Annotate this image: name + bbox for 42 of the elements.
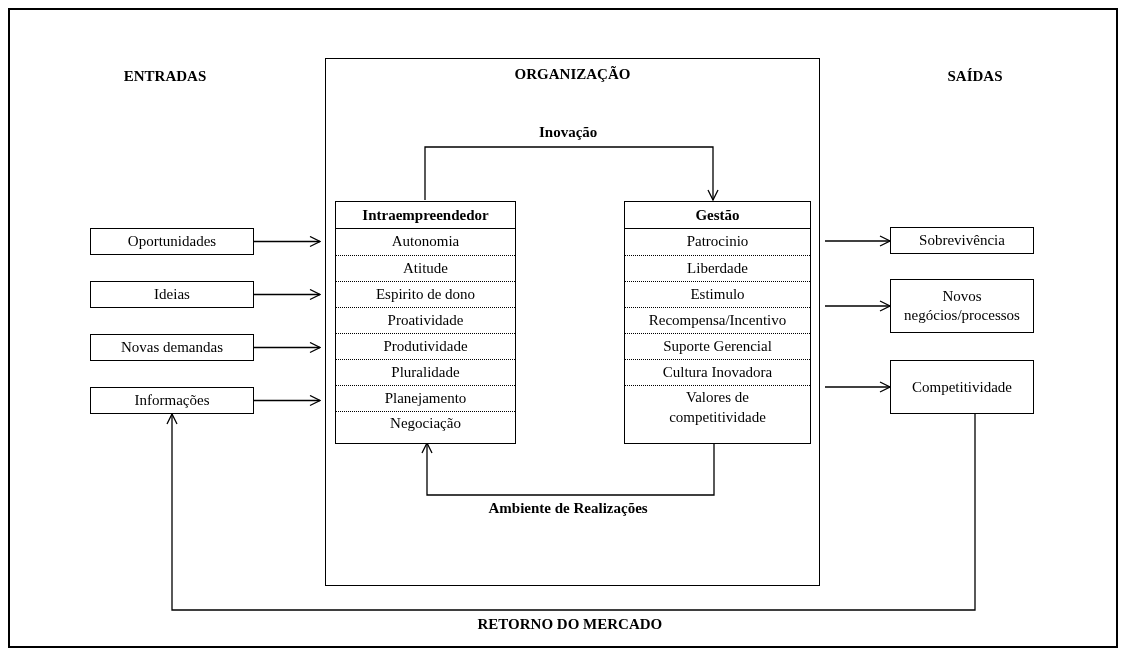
column-heading: ENTRADAS	[122, 68, 208, 85]
table-heading: Gestão	[625, 202, 810, 229]
list-item: Recompensa/Incentivo	[625, 307, 810, 333]
list-item: Estimulo	[625, 281, 810, 307]
process-box: Competitividade	[890, 360, 1034, 414]
column-heading: SAÍDAS	[946, 68, 1004, 85]
arrow	[824, 381, 891, 393]
arrow	[253, 288, 321, 301]
attribute-table	[335, 201, 516, 444]
arrow	[824, 300, 891, 312]
process-box: Oportunidades	[90, 228, 254, 255]
list-item: Autonomia	[390, 232, 461, 251]
list-item: Negociação	[336, 411, 515, 436]
list-item: Cultura Inovadora	[625, 359, 810, 385]
list-item: Planejamento	[336, 385, 515, 411]
list-item: Atitude	[336, 255, 515, 281]
arrow	[166, 413, 976, 611]
process-box: Ideias	[90, 281, 254, 308]
arrow	[421, 442, 715, 496]
process-box: Novas demandas	[90, 334, 254, 361]
arrow	[253, 341, 321, 354]
organization-frame	[325, 58, 820, 586]
list-item: Liberdade	[625, 255, 810, 281]
process-box: Informações	[90, 387, 254, 414]
process-box: Novos negócios/processos	[890, 279, 1034, 333]
arrow	[253, 394, 321, 407]
list-item: Patrocinio	[685, 232, 750, 251]
arrow	[824, 235, 891, 247]
list-item: Pluralidade	[336, 359, 515, 385]
list-item: Valores de competitividade	[625, 385, 810, 429]
list-item: Espirito de dono	[336, 281, 515, 307]
list-item: Suporte Gerencial	[625, 333, 810, 359]
table-heading: Intraempreendedor	[336, 202, 515, 229]
attribute-table	[624, 201, 811, 444]
edge-label: Ambiente de Realizações	[486, 500, 650, 517]
list-item: Produtividade	[336, 333, 515, 359]
arrow	[424, 146, 719, 201]
edge-label: Inovação	[537, 124, 600, 141]
process-box: Sobrevivência	[890, 227, 1034, 254]
section-heading: ORGANIZAÇÃO	[513, 66, 632, 83]
list-item: Proatividade	[336, 307, 515, 333]
arrow	[253, 235, 321, 248]
